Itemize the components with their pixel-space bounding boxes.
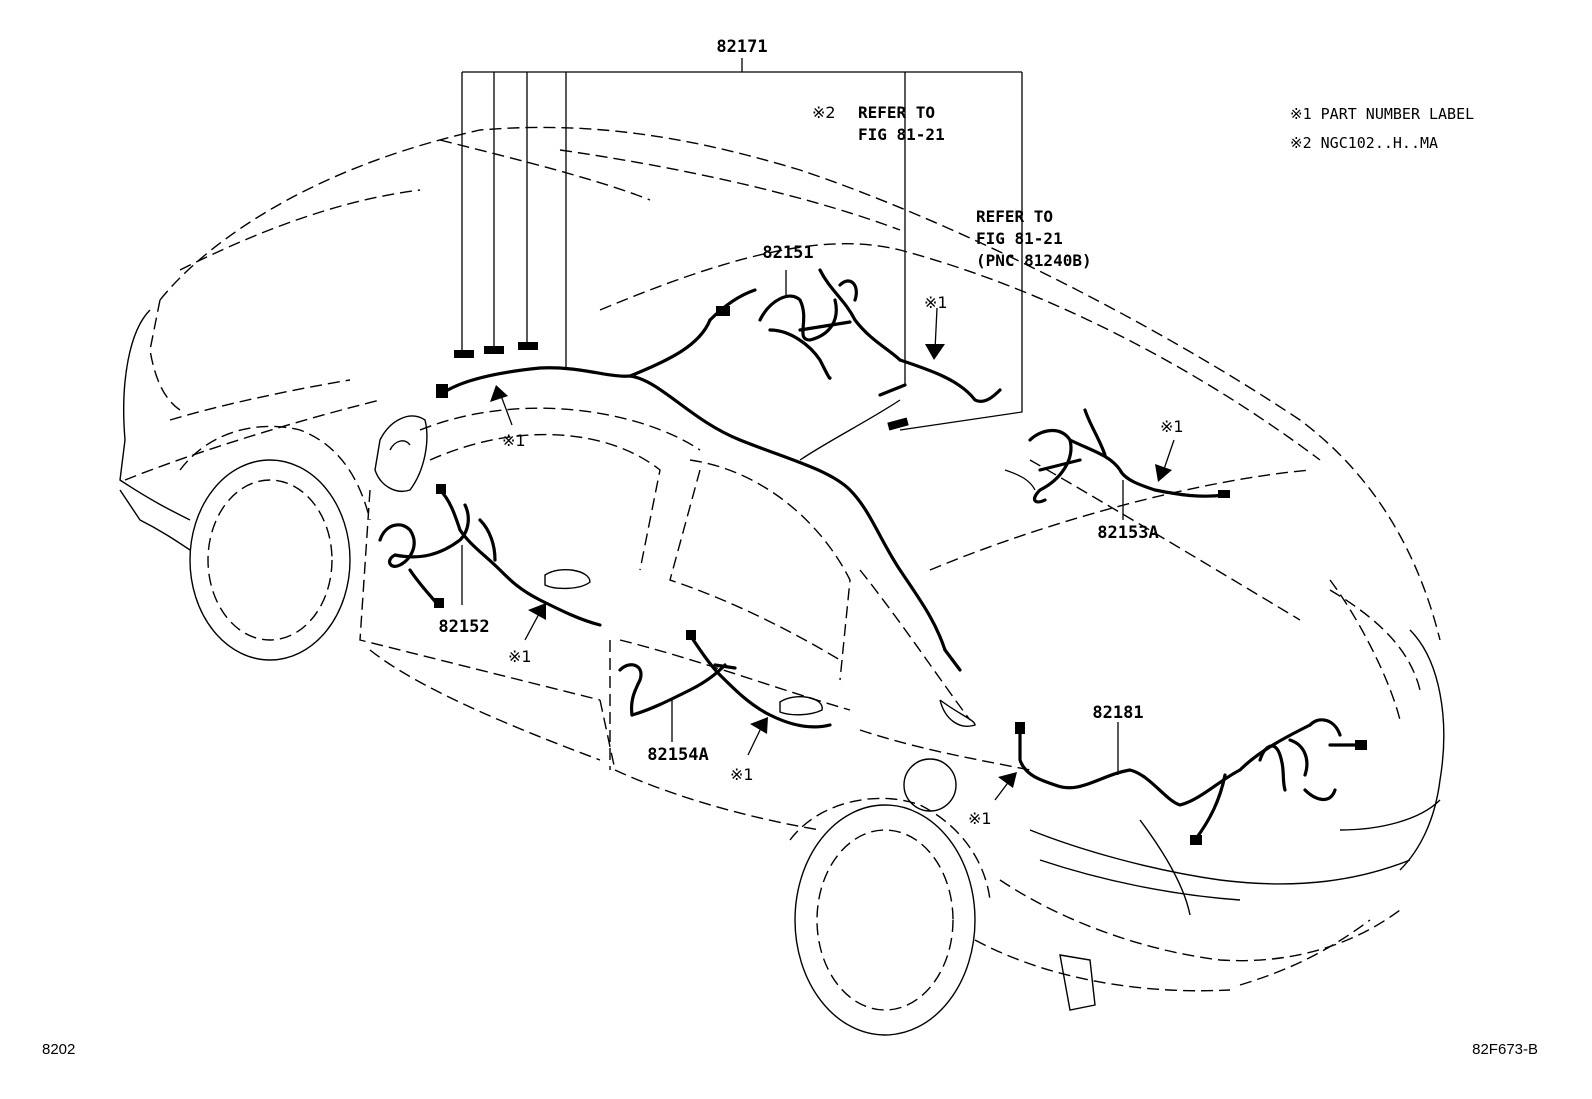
page-reference: 8202 bbox=[42, 1041, 75, 1058]
label-mark-rear-door: ※1 bbox=[730, 765, 754, 784]
car-body-outline bbox=[119, 126, 1445, 1036]
rear-door-harness-82154a bbox=[618, 630, 832, 742]
label-mark-roof: ※1 bbox=[502, 431, 526, 450]
right-harness-82153a bbox=[1004, 408, 1230, 520]
callout-82152: 82152 bbox=[438, 617, 489, 637]
roof-harness-82171 bbox=[436, 58, 1023, 672]
refer-pnc-line1: REFER TO bbox=[976, 207, 1053, 226]
refer-pnc-line3: (PNC 81240B) bbox=[976, 251, 1092, 270]
figure-code: 82F673-B bbox=[1472, 1041, 1538, 1058]
refer-ngc-line2: FIG 81-21 bbox=[858, 125, 945, 144]
label-arrows bbox=[490, 307, 1175, 801]
center-harness-82151 bbox=[758, 268, 1002, 403]
refer-ngc-line1: REFER TO bbox=[858, 103, 935, 122]
callout-82153a: 82153A bbox=[1097, 523, 1158, 543]
callout-82151: 82151 bbox=[762, 243, 813, 263]
label-mark-rear: ※1 bbox=[968, 809, 992, 828]
callout-82171: 82171 bbox=[716, 37, 767, 57]
front-door-harness-82152 bbox=[378, 484, 602, 627]
legend-item-2: ※2 NGC102..H..MA bbox=[1290, 134, 1438, 152]
legend-item-1: ※1 PART NUMBER LABEL bbox=[1290, 105, 1474, 123]
rear-harness-82181 bbox=[1015, 718, 1367, 845]
refer-pnc-line2: FIG 81-21 bbox=[976, 229, 1063, 248]
label-mark-center: ※1 bbox=[924, 293, 948, 312]
refer-ngc-mark: ※2 bbox=[812, 103, 836, 122]
callout-82154a: 82154A bbox=[647, 745, 708, 765]
label-mark-right: ※1 bbox=[1160, 417, 1184, 436]
label-mark-front-door: ※1 bbox=[508, 647, 532, 666]
callout-82181: 82181 bbox=[1092, 703, 1143, 723]
